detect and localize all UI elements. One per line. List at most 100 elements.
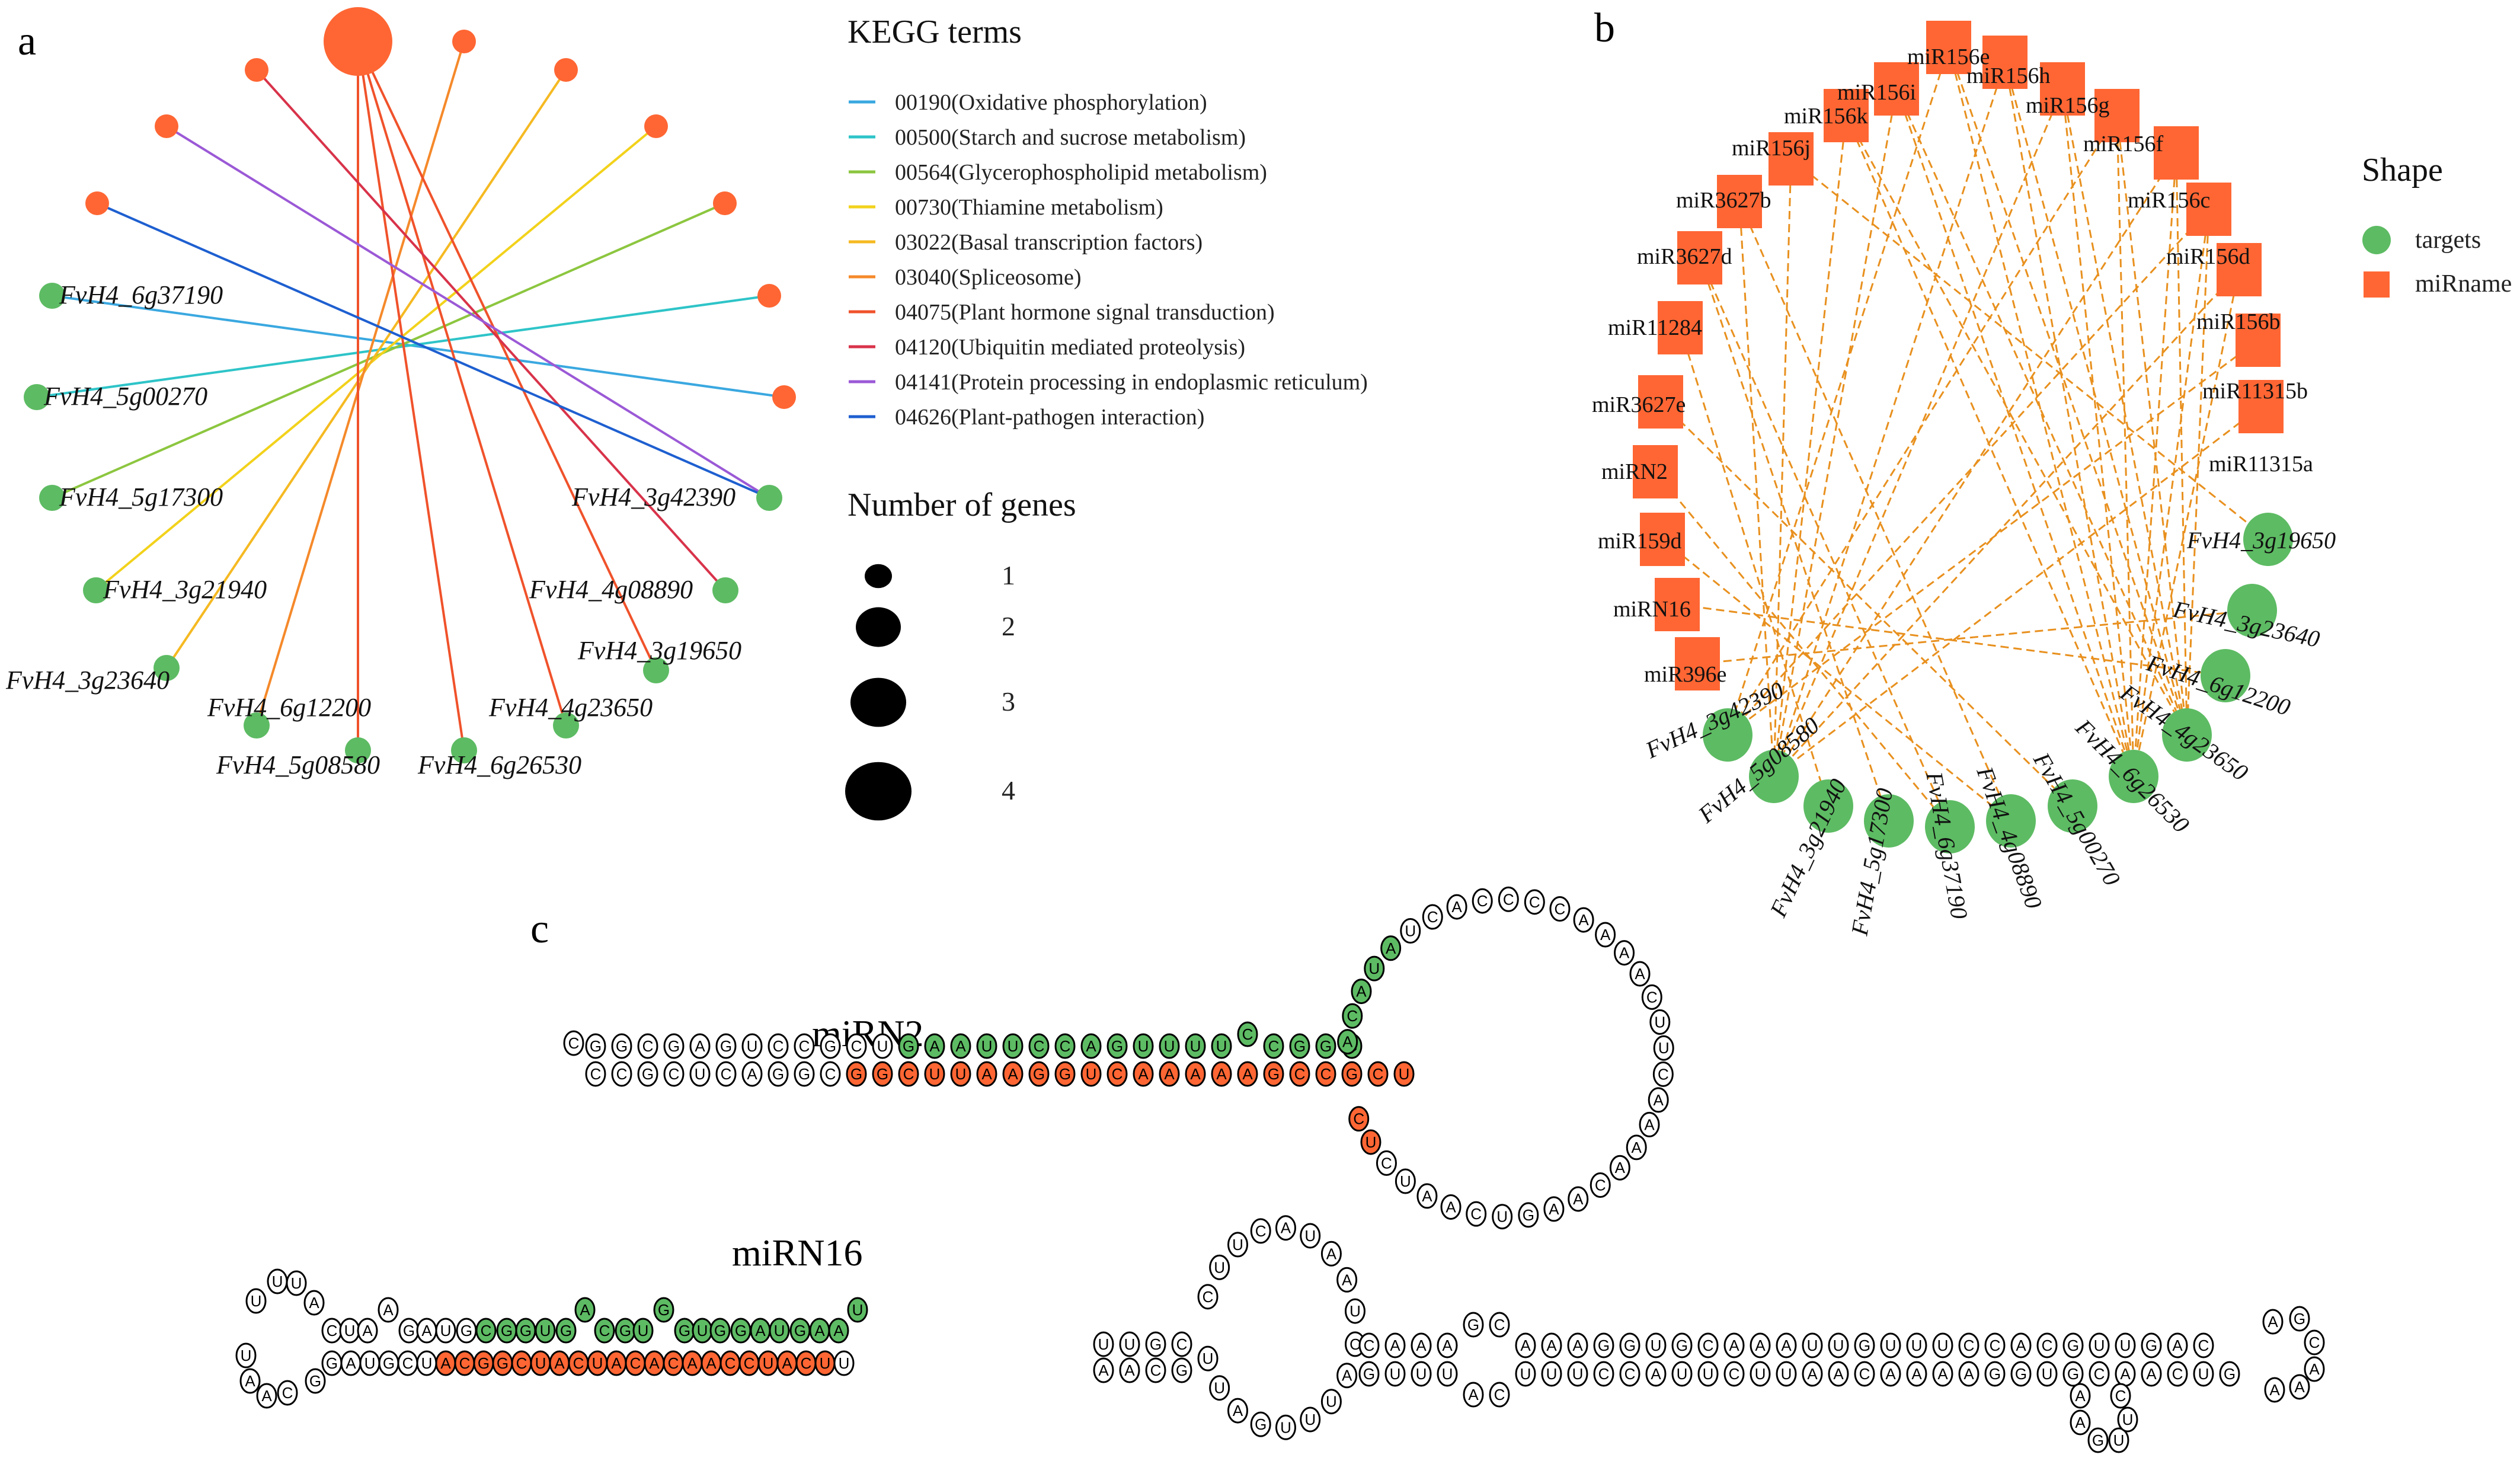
svg-text:G: G: [383, 1354, 395, 1372]
nucleotide: C: [1723, 1361, 1745, 1387]
nucleotide: U: [1384, 1361, 1406, 1387]
nucleotide: C: [2110, 1383, 2131, 1409]
svg-text:C: C: [327, 1322, 338, 1339]
mirna-label: miR156b: [2196, 309, 2280, 334]
nucleotide: A: [809, 1318, 830, 1344]
svg-text:U: U: [1008, 1037, 1019, 1055]
svg-text:G: G: [1294, 1037, 1306, 1055]
nucleotide: C: [1348, 1106, 1370, 1132]
nucleotide: G: [2087, 1427, 2109, 1453]
mirna-label: miR3627d: [1637, 244, 1732, 269]
nucleotide: A: [1932, 1361, 1953, 1387]
nucleotide: U: [1300, 1223, 1321, 1249]
mirna-target-edge: [2132, 269, 2240, 777]
nucleotide: U: [847, 1297, 868, 1323]
svg-text:C: C: [2309, 1334, 2320, 1351]
svg-text:G: G: [720, 1037, 732, 1055]
svg-text:A: A: [261, 1387, 272, 1405]
svg-text:G: G: [403, 1322, 415, 1339]
svg-text:C: C: [1364, 1337, 1375, 1354]
svg-text:G: G: [1176, 1361, 1188, 1379]
mirna-label: miRN2: [1601, 459, 1668, 484]
nucleotide: A: [1380, 935, 1402, 961]
mirna-label: miR396e: [1644, 662, 1726, 687]
svg-text:C: C: [1624, 1365, 1636, 1383]
gene-node: [345, 737, 371, 763]
svg-text:C: C: [599, 1322, 610, 1339]
svg-text:U: U: [1911, 1337, 1923, 1354]
svg-text:U: U: [1326, 1393, 1337, 1411]
svg-text:C: C: [1353, 1110, 1364, 1128]
nucleotide: U: [235, 1342, 257, 1369]
gene-node: [39, 283, 65, 309]
size-legend-label: 3: [1002, 686, 1015, 717]
nucleotide: U: [924, 1061, 945, 1087]
target-label: FvH4_4g08890: [1971, 763, 2048, 912]
nucleotide: A: [1515, 1332, 1536, 1358]
nucleotide: G: [1028, 1061, 1050, 1087]
target-node: [2201, 649, 2250, 702]
nucleotide: U: [2108, 1427, 2129, 1453]
svg-text:A: A: [346, 1354, 356, 1372]
nucleotide: C: [663, 1061, 685, 1087]
nucleotide: G: [898, 1033, 919, 1059]
svg-text:A: A: [1442, 1337, 1453, 1354]
nucleotide: A: [378, 1297, 399, 1323]
svg-text:U: U: [1651, 1337, 1662, 1354]
nucleotide: C: [511, 1350, 532, 1376]
nucleotide: U: [1159, 1033, 1180, 1059]
pathway-node: [245, 58, 268, 82]
mirna-node: [2236, 314, 2281, 367]
kegg-edge: [97, 202, 770, 499]
svg-text:C: C: [851, 1037, 862, 1055]
svg-text:A: A: [2269, 1381, 2280, 1399]
gene-node: [244, 712, 270, 739]
nucleotide: G: [846, 1061, 867, 1087]
kegg-network: FvH4_6g37190FvH4_5g00270FvH4_5g17300FvH4…: [5, 7, 796, 779]
nucleotide: U: [1671, 1361, 1693, 1387]
kegg-edge: [165, 125, 770, 499]
svg-text:U: U: [440, 1322, 452, 1339]
svg-text:U: U: [1214, 1258, 1225, 1276]
shape-legend-title: Shape: [2362, 152, 2443, 188]
svg-text:U: U: [592, 1354, 603, 1372]
svg-text:U: U: [1098, 1335, 1109, 1353]
nucleotide: U: [1395, 1168, 1416, 1194]
kegg-edge: [357, 41, 465, 751]
nucleotide: A: [1906, 1361, 1927, 1387]
nucleotide: U: [1492, 1204, 1513, 1230]
nucleotide: C: [1489, 1312, 1510, 1338]
svg-text:U: U: [2113, 1431, 2125, 1449]
nucleotide: C: [1054, 1033, 1076, 1059]
nucleotide: G: [305, 1368, 326, 1394]
target-node: [2243, 513, 2293, 566]
nucleotide: A: [1541, 1332, 1562, 1358]
svg-text:U: U: [1138, 1037, 1149, 1055]
nucleotide: U: [692, 1318, 713, 1344]
mirna-target-edge: [1773, 268, 2240, 778]
svg-text:A: A: [1342, 1367, 1352, 1385]
shape-legend: Shape targets miRname: [2362, 152, 2512, 298]
svg-text:A: A: [1216, 1065, 1227, 1083]
svg-text:G: G: [1320, 1037, 1332, 1055]
nucleotide: U: [1567, 1361, 1588, 1387]
svg-text:G: G: [2145, 1337, 2157, 1354]
svg-text:U: U: [2094, 1337, 2105, 1354]
nucleotide: U: [2089, 1332, 2110, 1358]
legend-label: 00190(Oxidative phosphorylation): [895, 90, 1207, 115]
nucleotide: G: [1593, 1332, 1614, 1358]
nucleotide: A: [1211, 1061, 1232, 1087]
nucleotide: U: [1437, 1361, 1458, 1387]
svg-text:A: A: [981, 1065, 992, 1083]
nucleotide: A: [1568, 1186, 1589, 1212]
nucleotide: G: [767, 1061, 789, 1087]
legend-label: 00730(Thiamine metabolism): [895, 195, 1163, 220]
svg-text:A: A: [1124, 1361, 1135, 1379]
nucleotide: C: [846, 1033, 867, 1059]
mirna-target-edge: [1659, 401, 2074, 807]
svg-text:U: U: [763, 1354, 774, 1372]
svg-text:G: G: [2224, 1365, 2236, 1383]
svg-text:A: A: [1342, 1033, 1353, 1051]
nucleotide: A: [1119, 1357, 1140, 1383]
nucleotide: A: [606, 1350, 627, 1376]
